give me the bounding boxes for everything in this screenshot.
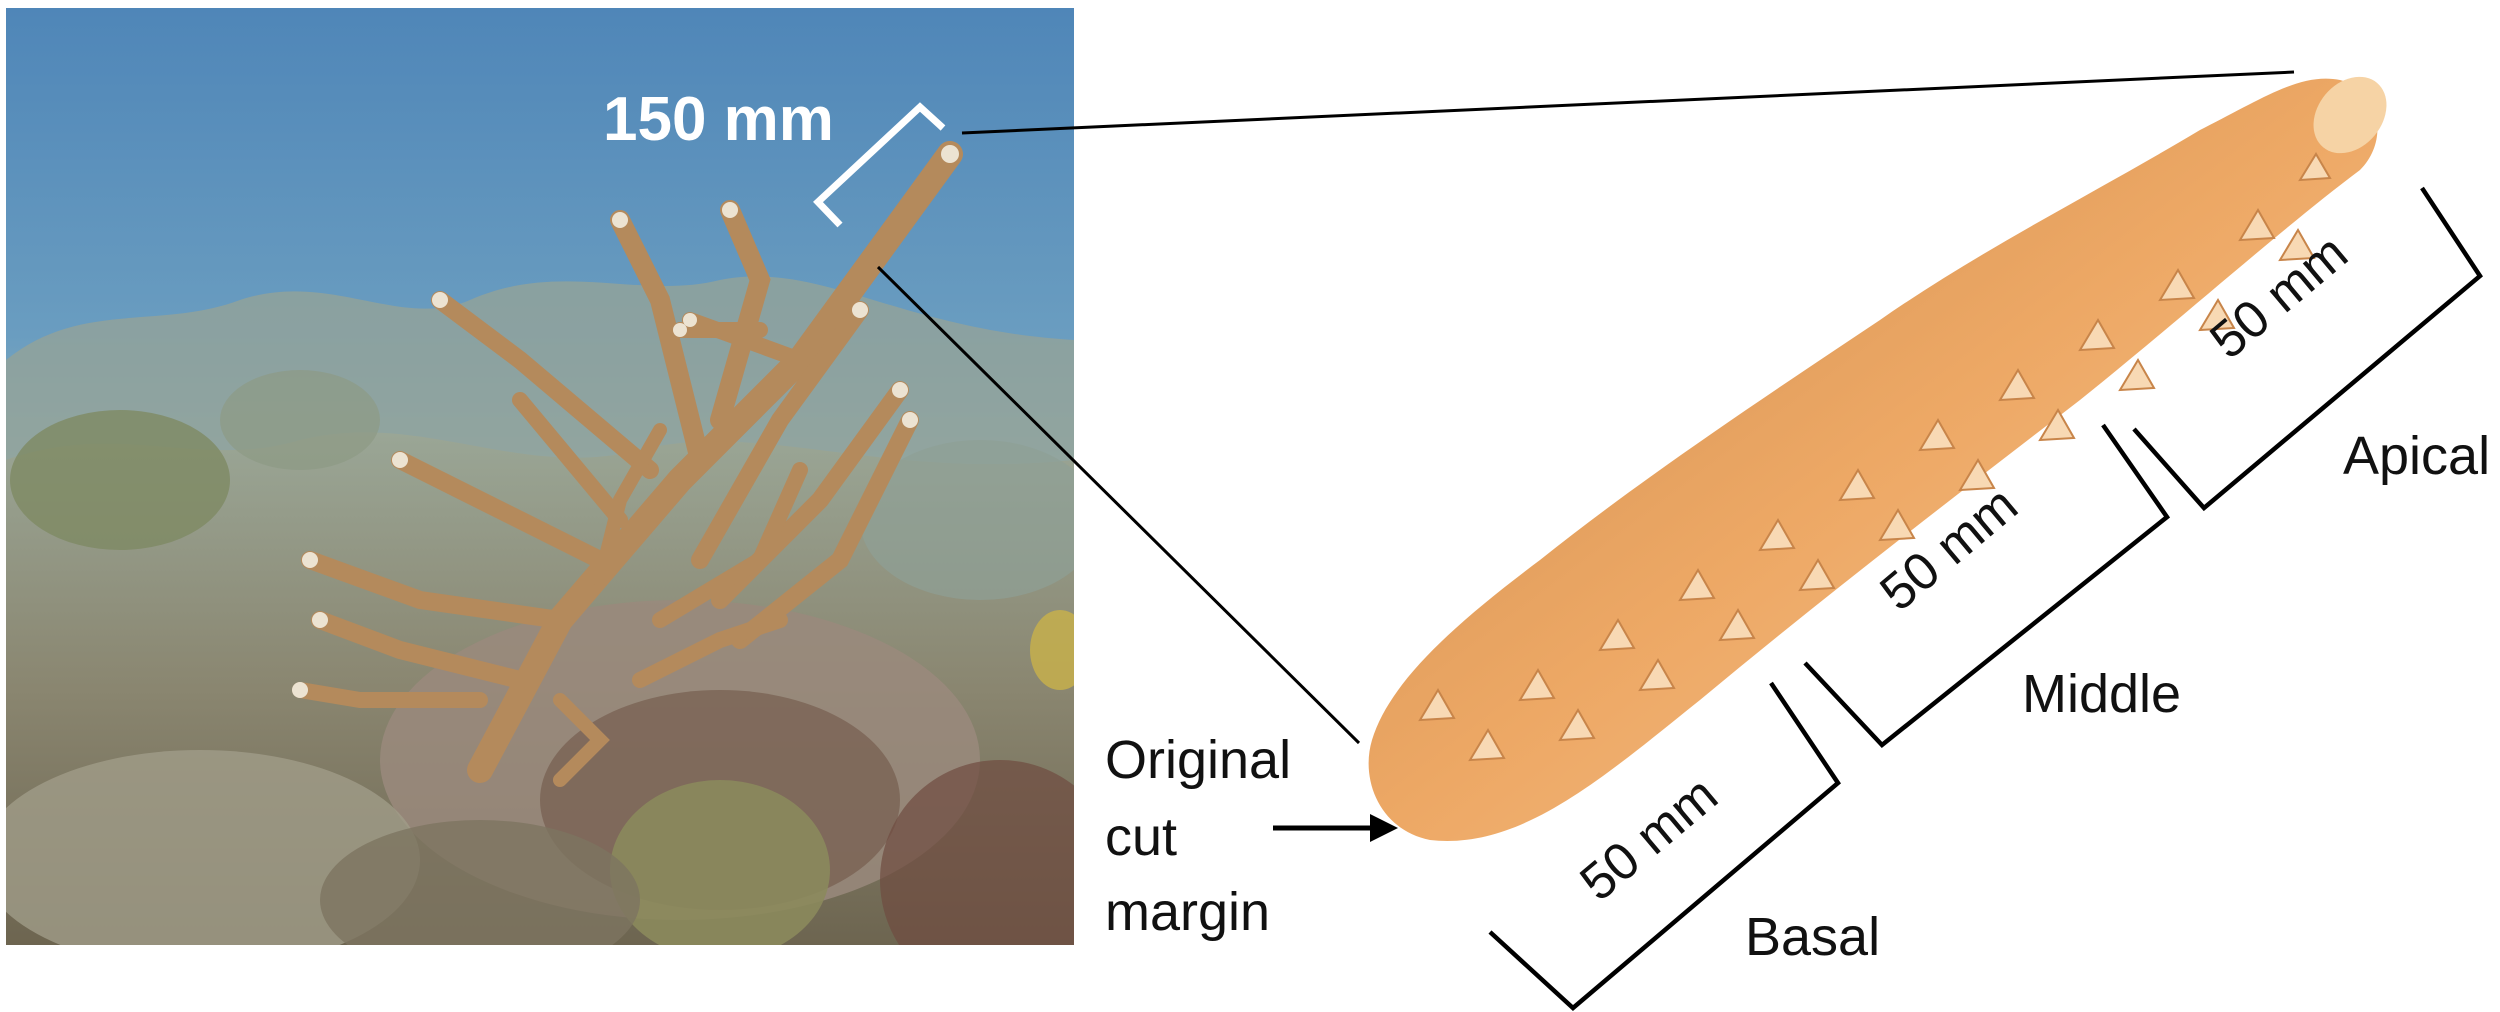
- photo-scale-bracket: [813, 102, 946, 228]
- segment-name-middle: Middle: [2022, 664, 2181, 724]
- zoom-connector-bottom: [876, 265, 1361, 745]
- scale-label-150mm: 150 mm: [603, 85, 834, 154]
- segment-name-apical: Apical: [2343, 426, 2490, 486]
- cut-margin-label: Original cut margin: [1105, 730, 1291, 942]
- bracket-apical: [2132, 186, 2483, 512]
- segment-name-basal: Basal: [1745, 907, 1880, 967]
- arrow-right-icon: [1273, 814, 1398, 842]
- coral-tips: [292, 145, 959, 698]
- bracket-basal: [1488, 681, 1841, 1011]
- zoom-connector-top: [961, 70, 2295, 135]
- cut-label-line-1: Original: [1105, 730, 1291, 790]
- coral-specimen: [1368, 76, 2387, 841]
- bracket-middle: [1803, 423, 2171, 749]
- reef-photo: 150 mm: [6, 8, 1074, 945]
- cut-label-line-2: cut: [1105, 807, 1177, 867]
- staghorn-coral-colony: [292, 141, 963, 787]
- segment-length-basal: 50 mm: [1570, 766, 1729, 913]
- cut-label-line-3: margin: [1105, 882, 1270, 942]
